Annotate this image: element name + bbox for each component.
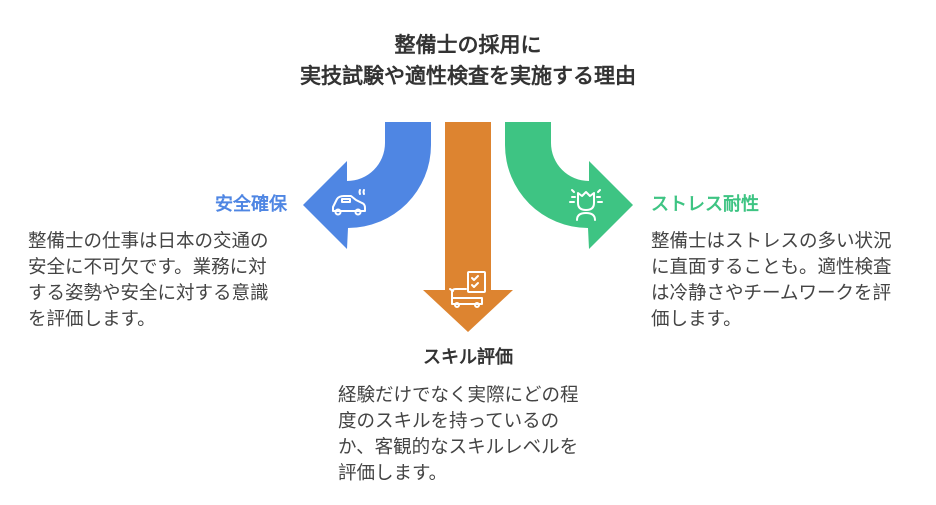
text-line: に直面することも。適性検査 bbox=[651, 257, 892, 278]
text-line: か、客観的なスキルレベルを bbox=[338, 437, 579, 458]
safety-arrow bbox=[303, 122, 431, 249]
car-hood-open-icon bbox=[332, 189, 366, 216]
text-line: 度のスキルを持っているの bbox=[338, 411, 560, 432]
skill-arrow bbox=[423, 122, 513, 332]
text-line: 価します。 bbox=[651, 309, 742, 330]
stressed-person-icon bbox=[569, 189, 603, 221]
text-line: 安全に不可欠です。業務に対 bbox=[28, 257, 267, 278]
text-line: を評価します。 bbox=[28, 309, 156, 330]
stress-heading: ストレス耐性 bbox=[651, 194, 759, 215]
text-line: 経験だけでなく実際にどの程 bbox=[338, 385, 579, 406]
title-line-2: 実技試験や適性検査を実施する理由 bbox=[300, 64, 636, 88]
text-line: 評価します。 bbox=[338, 463, 448, 484]
text-line: は冷静さやチームワークを評 bbox=[651, 283, 891, 304]
car-checklist-icon bbox=[449, 271, 486, 308]
safety-heading: 安全確保 bbox=[215, 194, 287, 215]
text-line: 整備士の仕事は日本の交通の bbox=[28, 231, 269, 252]
skill-description: 経験だけでなく実際にどの程 度のスキルを持っているの か、客観的なスキルレベルを… bbox=[338, 383, 579, 487]
text-line: する姿勢や安全に対する意識 bbox=[28, 283, 269, 304]
stress-description: 整備士はストレスの多い状況 に直面することも。適性検査 は冷静さやチームワークを… bbox=[651, 229, 892, 333]
skill-heading: スキル評価 bbox=[423, 347, 513, 368]
diagram-title: 整備士の採用に 実技試験や適性検査を実施する理由 bbox=[0, 30, 936, 92]
safety-description: 整備士の仕事は日本の交通の 安全に不可欠です。業務に対 する姿勢や安全に対する意… bbox=[28, 229, 269, 333]
stress-arrow bbox=[505, 122, 633, 249]
text-line: 整備士はストレスの多い状況 bbox=[651, 231, 892, 252]
title-line-1: 整備士の採用に bbox=[394, 33, 542, 57]
